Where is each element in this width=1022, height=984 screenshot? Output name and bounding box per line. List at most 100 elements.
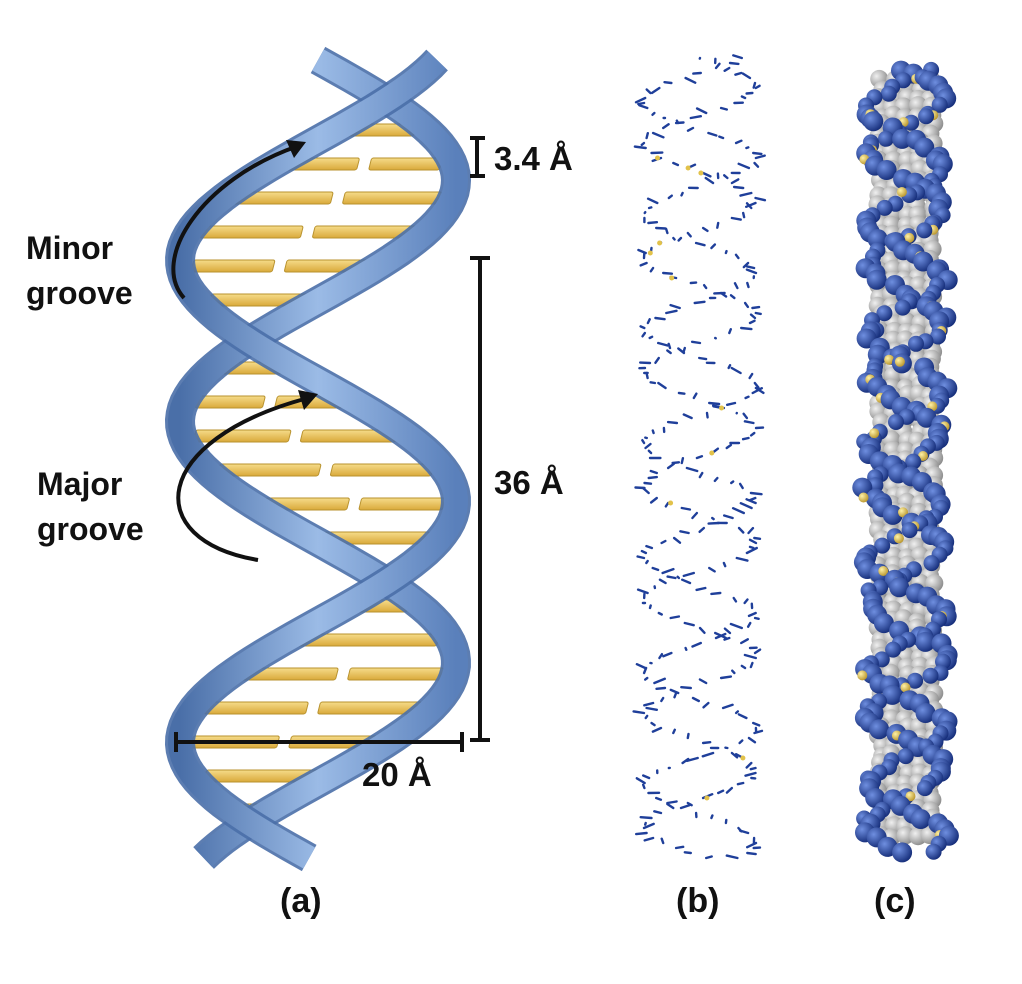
base-pair: [190, 259, 276, 273]
backbone-atom: [930, 328, 946, 345]
backbone-stick: [663, 80, 673, 85]
phosphorus-atom: [896, 187, 907, 197]
backbone-stick: [729, 294, 736, 300]
base-pair: [194, 395, 266, 409]
backbone-stick: [753, 729, 764, 735]
backbone-stick: [657, 381, 667, 390]
backbone-stick: [651, 726, 663, 733]
backbone-stick: [666, 802, 675, 810]
backbone-stick: [660, 837, 665, 845]
backbone-stick: [691, 641, 702, 648]
backbone-stick: [660, 696, 665, 703]
base-pair: [192, 429, 292, 443]
backbone-stick: [719, 675, 733, 680]
backbone-stick: [675, 119, 680, 125]
backbone-stick: [674, 845, 685, 850]
backbone-stick: [746, 281, 750, 289]
backbone-stick: [727, 364, 732, 370]
backbone-stick: [649, 381, 657, 385]
backbone-stick: [743, 420, 755, 425]
backbone-stick: [748, 545, 755, 550]
phosphorus-atom: [869, 428, 880, 439]
backbone-stick: [753, 381, 760, 389]
backbone-stick: [753, 161, 760, 168]
backbone-atom: [901, 522, 918, 539]
backbone-atom: [916, 222, 933, 239]
backbone-stick: [742, 412, 749, 420]
backbone-atom: [885, 641, 902, 658]
phosphorus-atom: [900, 682, 911, 693]
backbone-stick: [641, 486, 650, 495]
backbone-stick: [723, 514, 734, 520]
backbone-stick: [695, 455, 704, 460]
backbone-stick: [748, 372, 754, 380]
backbone-stick: [657, 611, 663, 616]
backbone-atom: [897, 748, 914, 765]
backbone-stick: [754, 84, 761, 90]
backbone-stick: [633, 145, 647, 150]
backbone-stick: [745, 91, 754, 95]
panel-c-space-filling-model: (c): [852, 60, 959, 920]
phosphorus-atom: [704, 795, 710, 801]
base-pair: [330, 463, 435, 477]
backbone-stick: [666, 420, 679, 425]
backbone-stick: [634, 96, 647, 104]
backbone-stick: [637, 101, 646, 106]
backbone-stick: [645, 371, 649, 380]
backbone-stick: [693, 300, 706, 305]
backbone-stick: [736, 781, 745, 786]
backbone-stick: [641, 439, 646, 445]
backbone-stick: [643, 210, 647, 215]
backbone-stick: [704, 176, 715, 185]
backbone-stick: [640, 549, 648, 555]
backbone-stick: [739, 191, 753, 197]
backbone-stick: [682, 413, 693, 420]
backbone-stick: [662, 123, 670, 130]
diameter-label: 20 Å: [362, 756, 432, 793]
backbone-stick: [638, 103, 649, 110]
minor-groove-arrow: [171, 144, 299, 300]
backbone-stick: [649, 496, 658, 504]
base-pair: [204, 701, 309, 715]
backbone-stick: [645, 544, 654, 550]
backbone-stick: [754, 154, 766, 160]
backbone-stick: [721, 703, 734, 710]
rise-label: 3.4 Å: [494, 140, 573, 177]
backbone-stick: [639, 816, 653, 820]
backbone-atom: [876, 199, 893, 216]
phosphorus-atom: [857, 670, 868, 681]
backbone-stick: [667, 342, 672, 350]
backbone-atom: [888, 414, 904, 430]
backbone-stick: [745, 761, 753, 769]
backbone-stick: [747, 526, 755, 535]
backbone-stick: [644, 821, 647, 826]
backbone-stick: [666, 462, 676, 470]
backbone-atom: [878, 130, 894, 147]
backbone-atom: [874, 537, 891, 554]
backbone-stick: [708, 401, 721, 406]
backbone-stick: [705, 855, 713, 860]
backbone-stick: [749, 766, 757, 771]
minor-groove-label: Minor groove: [26, 230, 133, 311]
backbone-stick: [645, 131, 649, 140]
backbone-stick: [702, 284, 708, 290]
backbone-stick: [666, 575, 677, 580]
phosphorus-atom: [740, 755, 746, 761]
backbone-stick: [642, 666, 648, 675]
backbone-atom: [889, 577, 910, 598]
backbone-stick: [722, 561, 727, 568]
backbone-stick: [655, 686, 667, 690]
major-groove-arrow: [176, 396, 309, 562]
major-groove-label: Major groove: [37, 466, 144, 547]
backbone-atom: [931, 96, 948, 113]
backbone-atom: [892, 842, 913, 863]
backbone-stick: [689, 114, 702, 120]
backbone-stick: [701, 171, 712, 178]
backbone-stick: [730, 216, 742, 221]
backbone-atom: [916, 407, 937, 428]
backbone-stick: [723, 66, 731, 73]
stick-model-bonds: [632, 54, 767, 860]
backbone-stick: [682, 571, 695, 578]
backbone-stick: [636, 555, 646, 560]
